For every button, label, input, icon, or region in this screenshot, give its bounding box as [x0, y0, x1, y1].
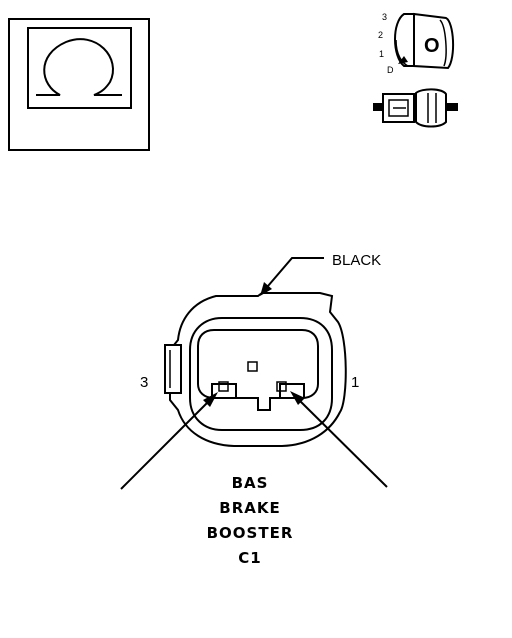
leader-arrow-right [290, 391, 388, 488]
pin-2-cavity [247, 361, 258, 372]
color-callout: BLACK [260, 252, 381, 296]
key-position-2: 2 [378, 30, 383, 40]
connector-name: BAS BRAKE BOOSTER C1 [207, 474, 294, 567]
connector-name-line-1: BAS [232, 474, 269, 492]
key-position-1: 1 [379, 49, 384, 59]
connector-face [164, 292, 347, 447]
key-position-3: 3 [382, 12, 387, 22]
ohm-icon [36, 38, 122, 96]
key-position-d: D [387, 65, 394, 75]
connector-name-line-3: BOOSTER [207, 524, 294, 542]
key-glyph: O [424, 35, 440, 57]
connector-pair-icon [373, 88, 458, 128]
connector-name-line-2: BRAKE [219, 499, 280, 517]
pin-label-right: 1 [351, 374, 359, 391]
pin-label-left: 3 [140, 374, 148, 391]
ohm-symbol-box [8, 18, 150, 151]
leader-arrow-left [120, 392, 218, 490]
connector-color-label: BLACK [332, 252, 381, 269]
pin-3-cavity [218, 381, 229, 392]
pin-1-cavity [276, 381, 287, 392]
connector-name-line-4: C1 [238, 549, 261, 567]
ignition-key-icon: 3 2 1 D O [378, 12, 454, 75]
